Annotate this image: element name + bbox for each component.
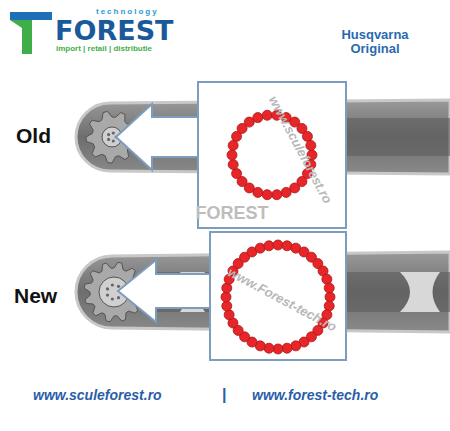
version-label: New (14, 284, 57, 307)
hub-hole (106, 294, 109, 297)
logo-name: FOREST (55, 16, 174, 46)
chain-dot (227, 150, 237, 160)
chain-dot (272, 190, 282, 200)
logo-stem (22, 20, 32, 54)
bar-cutout (400, 272, 440, 312)
hub-hole (107, 133, 110, 136)
brand-title: Husqvarna Original (330, 28, 420, 57)
logo-bar (10, 12, 52, 20)
watermark: www.sculeforest.ro (266, 94, 335, 206)
chain-dot (228, 140, 238, 150)
watermark: www.Forest-tech.ro (225, 265, 338, 334)
logo-mark (10, 12, 52, 54)
chain-dot (262, 190, 272, 200)
hub-hole (117, 285, 120, 288)
detail-box (210, 232, 346, 360)
chain-dot (222, 301, 232, 311)
chain-dot (228, 160, 238, 170)
callout-arrow (118, 260, 212, 322)
chain-dot (325, 292, 335, 302)
logo-subtitle: import | retail | distributie (56, 45, 152, 54)
hub-hole (111, 297, 114, 300)
chain-dot (273, 240, 283, 250)
footer-separator: | (222, 386, 226, 404)
hub-hole (117, 296, 120, 299)
footer-link: www.sculeforest.ro (33, 388, 162, 403)
chain-dot (221, 292, 231, 302)
logo-leaf (10, 20, 22, 28)
hub-hole (106, 287, 109, 290)
callout-arrow (116, 104, 199, 170)
chain-dot (302, 131, 312, 141)
hub-hole (111, 283, 114, 286)
watermark: FOREST (195, 204, 268, 224)
chain-dot (324, 283, 334, 293)
hub-hole (107, 138, 110, 141)
version-label: Old (16, 124, 51, 147)
hub-hole (112, 131, 115, 134)
chain-dot (273, 344, 283, 354)
chain-dot (282, 343, 292, 353)
chain-dot (264, 241, 274, 251)
chain-dot (281, 187, 291, 197)
chain-dot (253, 113, 263, 123)
chain-dot (232, 169, 242, 179)
hub-hole (112, 139, 115, 142)
footer-link: www.forest-tech.ro (252, 388, 378, 403)
